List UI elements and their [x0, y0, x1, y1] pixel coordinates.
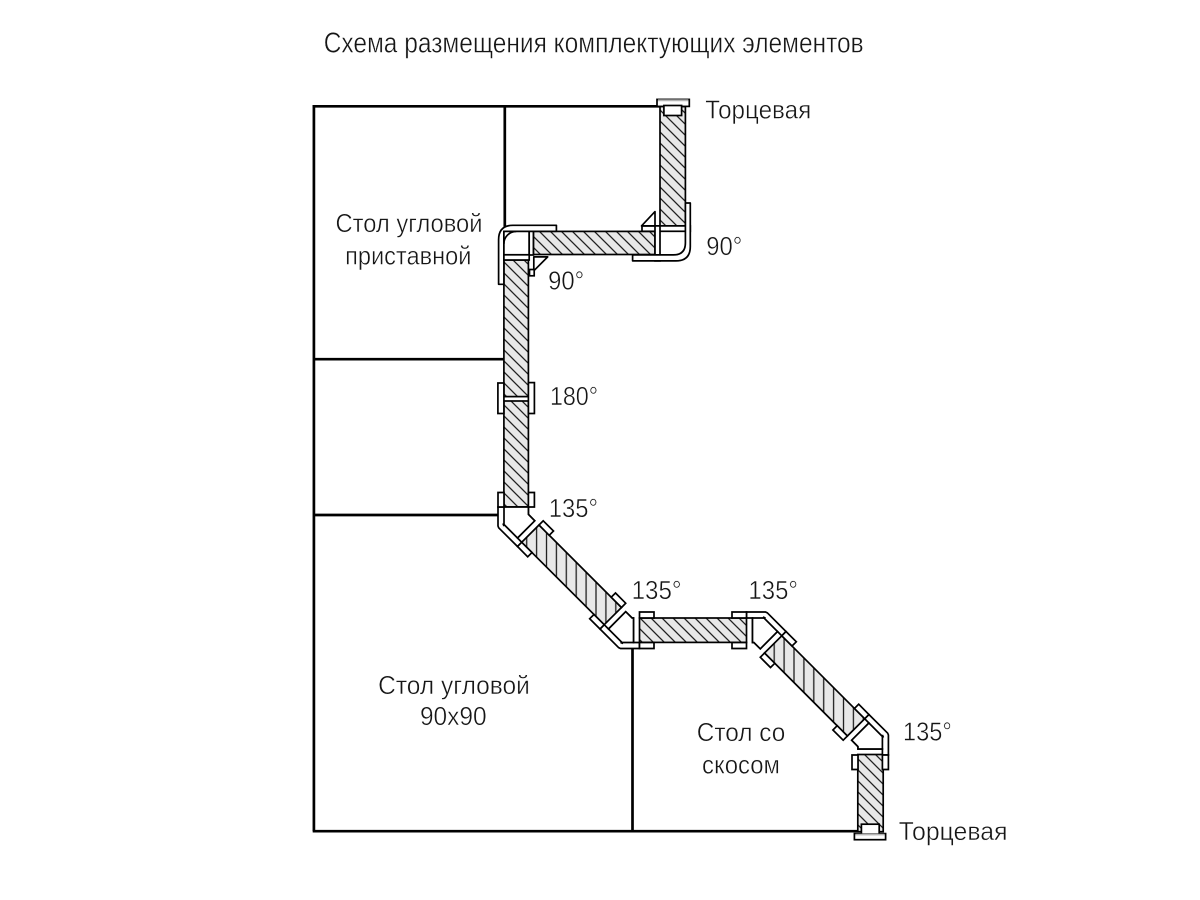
svg-text:135°: 135° [632, 575, 682, 605]
svg-text:Стол угловой: Стол угловой [336, 208, 483, 238]
svg-text:скосом: скосом [702, 750, 780, 780]
svg-text:приставной: приставной [345, 241, 471, 271]
svg-text:180°: 180° [550, 381, 598, 411]
svg-text:90°: 90° [706, 231, 742, 261]
svg-text:Стол угловой: Стол угловой [378, 670, 530, 700]
svg-text:90°: 90° [548, 266, 584, 296]
svg-text:135°: 135° [549, 493, 598, 523]
svg-text:Схема размещения комплектующих: Схема размещения комплектующих элементов [324, 27, 864, 59]
svg-text:Торцевая: Торцевая [705, 95, 811, 125]
svg-text:135°: 135° [903, 717, 952, 747]
svg-text:Торцевая: Торцевая [899, 816, 1008, 846]
svg-text:90х90: 90х90 [420, 701, 487, 731]
svg-text:135°: 135° [748, 575, 798, 605]
svg-text:Стол со: Стол со [697, 717, 786, 747]
